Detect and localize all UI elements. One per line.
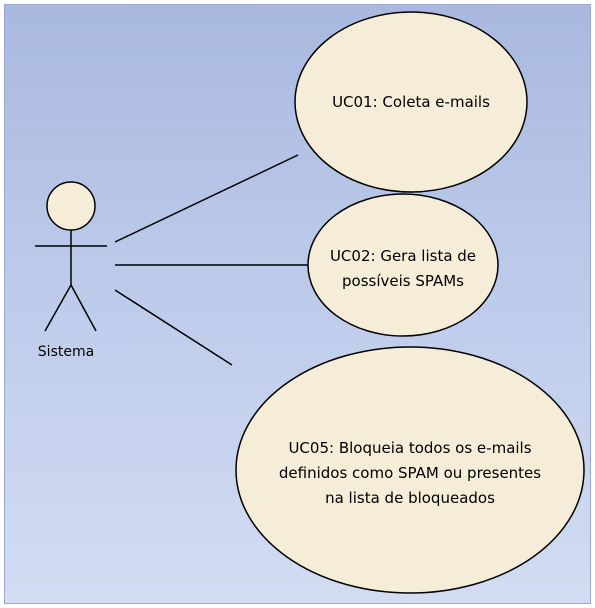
actor-label: Sistema: [38, 344, 94, 360]
association-uc01[interactable]: [114, 154, 299, 243]
use-case-uc02-label-line1: UC02: Gera lista de: [330, 247, 476, 265]
association-uc05[interactable]: [114, 289, 233, 366]
use-case-uc02-shape: [307, 193, 499, 337]
use-case-uc05-label-line3: na lista de bloqueados: [325, 489, 495, 507]
use-case-uc05[interactable]: UC05: Bloqueia todos os e-mails definido…: [235, 346, 585, 594]
use-case-uc05-label-line1: UC05: Bloqueia todos os e-mails: [288, 439, 531, 457]
use-case-uc01[interactable]: UC01: Coleta e-mails: [294, 11, 528, 193]
actor-left-leg: [44, 284, 72, 332]
use-case-uc05-label-line2: definidos como SPAM ou presentes: [279, 464, 541, 482]
actor-right-leg: [70, 284, 97, 332]
use-case-uc02[interactable]: UC02: Gera lista de possíveis SPAMs: [307, 193, 499, 337]
use-case-uc01-label: UC01: Coleta e-mails: [332, 93, 490, 111]
use-case-uc05-shape: [235, 346, 585, 594]
use-case-uc02-label-line2: possíveis SPAMs: [342, 272, 464, 290]
actor-sistema[interactable]: Sistema: [35, 181, 107, 360]
actor-head: [46, 181, 96, 231]
use-case-uc01-shape: [294, 11, 528, 193]
